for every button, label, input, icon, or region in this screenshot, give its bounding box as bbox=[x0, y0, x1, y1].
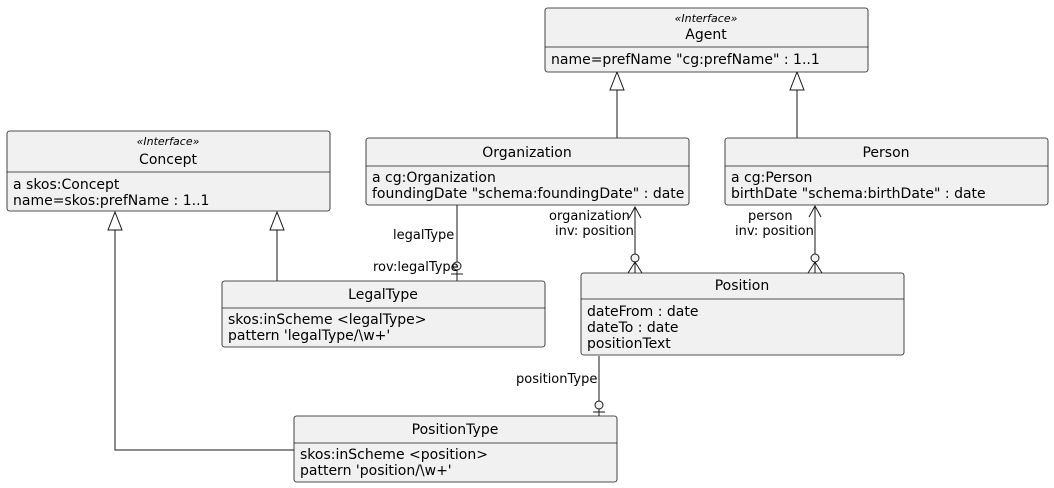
legaltype-name: LegalType bbox=[348, 287, 418, 303]
label-rov-legaltype: rov:legalType bbox=[373, 260, 459, 275]
concept-stereotype: «Interface» bbox=[137, 135, 200, 148]
label-inv-position-org: inv: position bbox=[555, 224, 634, 239]
positiontype-name: PositionType bbox=[412, 422, 499, 438]
agent-name: Agent bbox=[685, 27, 727, 43]
agent-attr-name: name=prefName "cg:prefName" : 1..1 bbox=[551, 52, 820, 68]
position-name: Position bbox=[715, 278, 770, 294]
organization-attr-founding-date: foundingDate "schema:foundingDate" : dat… bbox=[372, 186, 684, 202]
organization-name: Organization bbox=[482, 145, 572, 161]
association-position-positiontype bbox=[593, 356, 605, 416]
generalization-legaltype-concept bbox=[269, 210, 285, 281]
position-attr-date-to: dateTo : date bbox=[587, 320, 679, 336]
positiontype-attr-pattern: pattern 'position/\w+' bbox=[300, 463, 452, 479]
person-attr-type: a cg:Person bbox=[731, 170, 812, 186]
concept-attr-name: name=skos:prefName : 1..1 bbox=[13, 193, 209, 209]
association-organization-legaltype bbox=[451, 205, 463, 281]
class-person: Person a cg:Person birthDate "schema:bir… bbox=[724, 137, 1049, 206]
association-person-position bbox=[807, 204, 823, 274]
generalization-organization-agent bbox=[609, 70, 625, 138]
agent-stereotype: «Interface» bbox=[675, 12, 738, 25]
class-agent: «Interface» Agent name=prefName "cg:pref… bbox=[544, 7, 869, 73]
association-organization-position bbox=[627, 205, 643, 274]
position-attr-date-from: dateFrom : date bbox=[587, 304, 698, 320]
legaltype-attr-scheme: skos:inScheme <legalType> bbox=[228, 312, 427, 328]
label-legaltype: legalType bbox=[393, 228, 454, 243]
class-positiontype: PositionType skos:inScheme <position> pa… bbox=[293, 415, 618, 483]
class-position: Position dateFrom : date dateTo : date p… bbox=[580, 272, 905, 356]
label-inv-position-person: inv: position bbox=[735, 224, 814, 239]
label-positiontype: positionType bbox=[516, 372, 597, 387]
legaltype-attr-pattern: pattern 'legalType/\w+' bbox=[228, 328, 390, 344]
concept-name: Concept bbox=[139, 152, 197, 168]
class-organization: Organization a cg:Organization foundingD… bbox=[365, 137, 690, 206]
label-organization: organization bbox=[549, 209, 630, 224]
organization-attr-type: a cg:Organization bbox=[372, 170, 496, 186]
position-attr-position-text: positionText bbox=[587, 336, 671, 352]
positiontype-attr-scheme: skos:inScheme <position> bbox=[300, 447, 488, 463]
person-name: Person bbox=[862, 145, 909, 161]
label-person: person bbox=[748, 209, 793, 224]
concept-attr-type: a skos:Concept bbox=[13, 177, 120, 193]
class-concept: «Interface» Concept a skos:Concept name=… bbox=[6, 130, 331, 212]
generalization-person-agent bbox=[789, 70, 805, 138]
class-legaltype: LegalType skos:inScheme <legalType> patt… bbox=[221, 280, 546, 348]
generalization-positiontype-concept bbox=[107, 210, 295, 451]
person-attr-birth-date: birthDate "schema:birthDate" : date bbox=[731, 186, 986, 202]
